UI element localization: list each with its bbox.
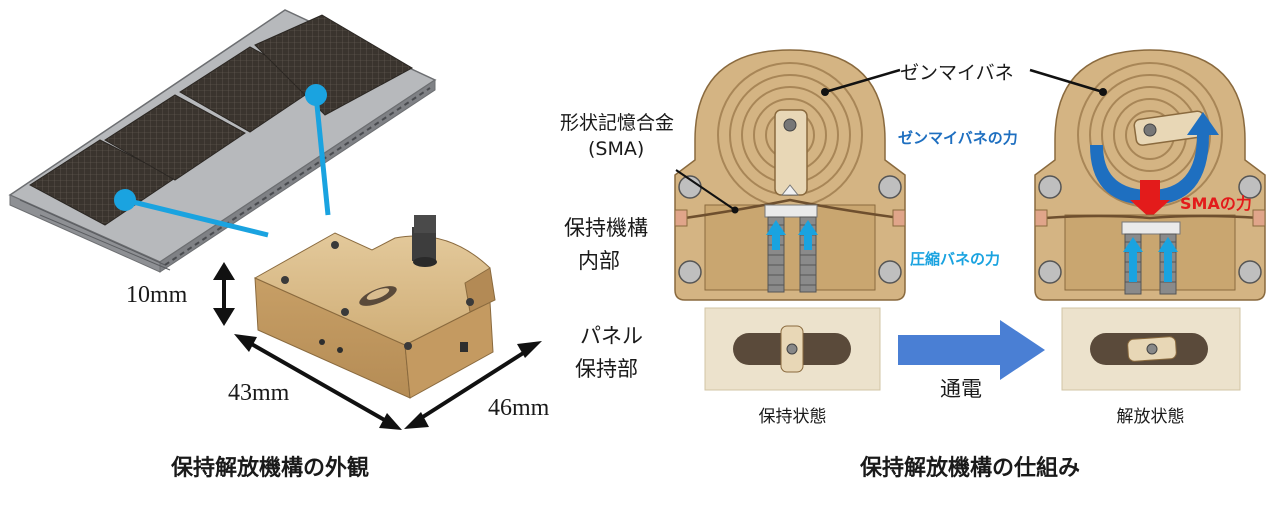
pointer-dot-1 [114,189,136,211]
zenmai-pointers [821,68,1107,96]
zenmai-force-arrow [1090,112,1219,205]
pointer-lines [114,84,331,238]
hold-state-label: 保持状態 [758,407,827,427]
solar-panel-array [8,9,437,273]
zenmai-label: ゼンマイバネ [900,62,1014,84]
dim-depth-label: 46mm [488,395,550,421]
mechanism-block [253,215,496,399]
dim-width-label: 43mm [228,380,290,406]
compress-arrow-2 [798,220,818,250]
dim-height-label: 10mm [126,282,188,308]
energize-arrow [898,320,1045,380]
energize-label: 通電 [940,377,982,401]
internal-label-line2: 内部 [578,249,620,273]
mechanism-internal-release [1034,49,1266,301]
caption-right: 保持解放機構の仕組み [859,456,1080,481]
mechanism-internal-hold [674,49,906,301]
sma-label-line1: 形状記憶合金 [560,112,675,134]
panel-label-line2: 保持部 [575,357,638,381]
internal-label-line1: 保持機構 [564,216,648,240]
caption-left: 保持解放機構の外観 [170,456,369,481]
panel-holder-hold [704,307,881,391]
sma-pointer [675,169,739,214]
panel-label-line1: パネル [580,324,643,348]
release-state-label: 解放状態 [1116,407,1185,427]
compress-force-label: 圧縮バネの力 [910,250,1001,268]
compress-arrow-1 [766,220,786,250]
sma-force-label: SMAの力 [1180,194,1252,213]
dimension-arrows [213,262,542,430]
panel-holder-release [1061,307,1241,391]
pointer-dot-2 [305,84,327,106]
sma-force-arrow [1130,180,1170,218]
sma-label-line2: (SMA) [588,138,645,160]
zenmai-force-label: ゼンマイバネの力 [898,129,1018,147]
